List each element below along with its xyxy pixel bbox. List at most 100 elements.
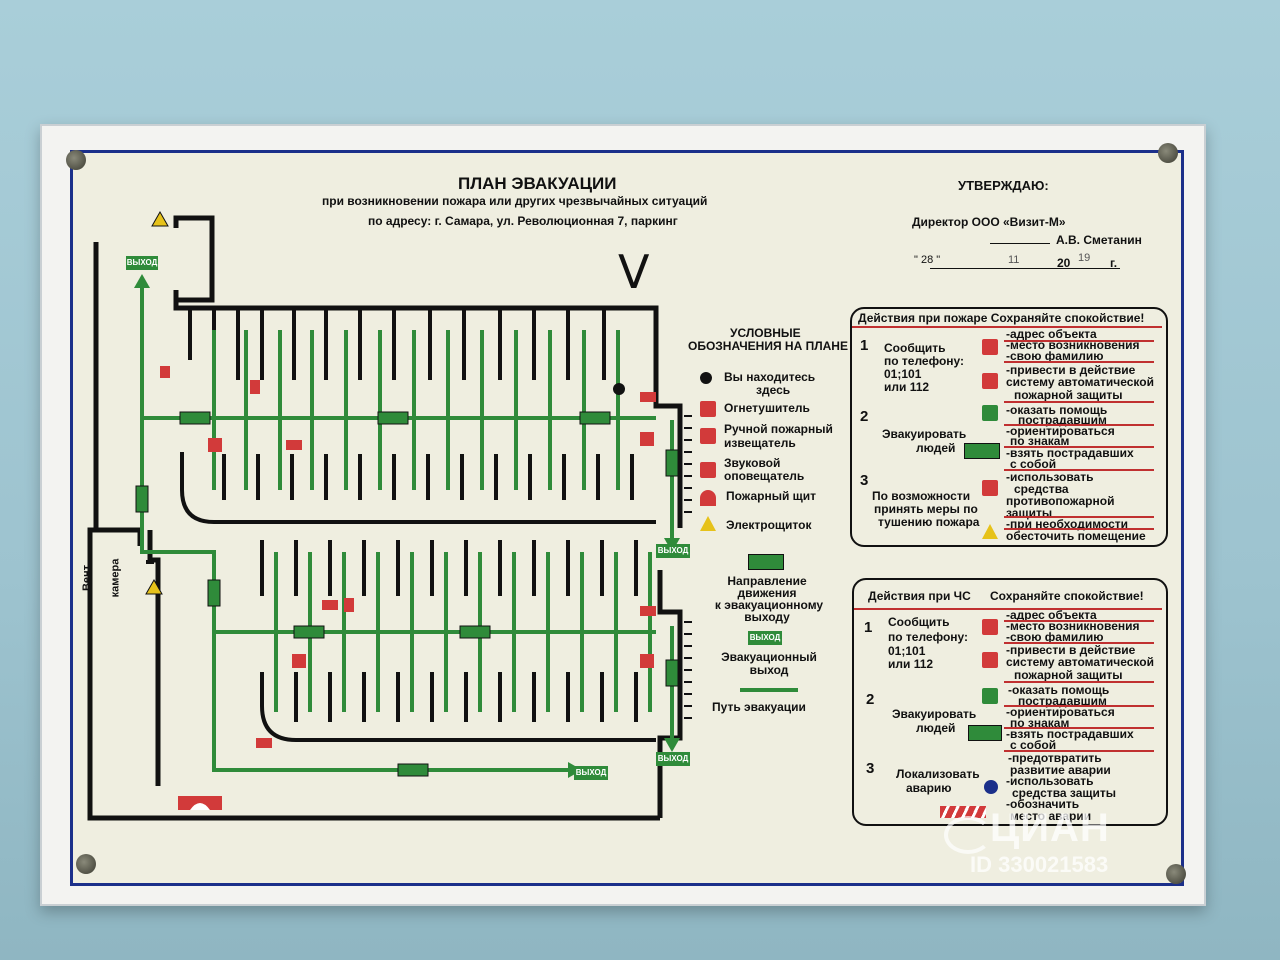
emergency-step1-item: -свою фамилию — [1006, 630, 1104, 644]
legend-you-are-here-1: Вы находитесь — [724, 370, 816, 384]
emergency-step2-number: 2 — [866, 691, 875, 708]
evacuation-routes — [140, 282, 674, 772]
fire-step1-d: или 112 — [884, 380, 930, 394]
emergency-step1-number: 1 — [864, 619, 873, 636]
divider — [1004, 401, 1154, 403]
fire-step3-b: принять меры по — [874, 502, 978, 516]
watermark-logo-icon — [944, 816, 992, 854]
call-point-icon — [982, 652, 998, 668]
direction-signs — [135, 411, 679, 777]
fire-step3-item: обесточить помещение — [1006, 529, 1146, 543]
emergency-step3-item: -использовать — [1006, 774, 1094, 788]
fire-step3-item: средства — [1014, 482, 1069, 496]
emergency-step1-item: -адрес объекта — [1006, 608, 1097, 622]
extinguisher-icon — [982, 480, 998, 496]
protection-icon — [984, 780, 998, 794]
fire-board-icon — [700, 490, 716, 506]
emergency-panel-header-left: Действия при ЧС — [868, 589, 971, 603]
legend-electric-board: Электрощиток — [726, 518, 812, 532]
emergency-step2-item: с собой — [1010, 738, 1057, 752]
divider — [1004, 516, 1154, 518]
legend-you-are-here-2: здесь — [756, 383, 791, 397]
first-aid-icon — [982, 688, 998, 704]
warning-icons — [145, 210, 169, 595]
direction-sign-icon — [748, 554, 784, 570]
fire-step2-item: по знакам — [1010, 434, 1070, 448]
fire-panel-header: Действия при пожаре Сохраняйте спокойств… — [858, 311, 1145, 325]
fire-step1-item: систему автоматической — [1006, 375, 1154, 389]
legend-call-point-1: Ручной пожарный — [724, 422, 833, 436]
evacuation-plan-plate — [70, 150, 1184, 886]
exit-sign: ВЫХОД — [126, 256, 158, 270]
approve-year-suffix: 19 — [1078, 252, 1091, 264]
fire-step1-number: 1 — [860, 337, 869, 354]
divider — [1004, 469, 1154, 471]
emergency-step3-a: Локализовать — [896, 767, 980, 781]
extinguisher-icon — [700, 401, 716, 417]
legend-extinguisher: Огнетушитель — [724, 401, 810, 415]
call-point-icon — [982, 373, 998, 389]
divider — [1004, 424, 1154, 426]
date-line — [930, 268, 1120, 269]
route-line-icon — [740, 688, 798, 692]
fire-step1-c: 01;101 — [884, 367, 922, 381]
legend-sounder-2: оповещатель — [724, 469, 805, 483]
approve-day: " 28 " — [914, 254, 941, 266]
approve-heading: УТВЕРЖДАЮ: — [958, 178, 1049, 193]
handwritten-mark: V — [618, 245, 650, 299]
emergency-step3-item: -обозначить — [1006, 797, 1080, 811]
fire-step1-item: -привести в действие — [1006, 363, 1136, 377]
emergency-step3-item: место аварии — [1010, 809, 1092, 823]
fire-step2-number: 2 — [860, 408, 869, 425]
exit-sign: ВЫХОД — [574, 766, 608, 780]
outer-walls — [87, 215, 683, 821]
emergency-step1-c: 01;101 — [888, 644, 926, 658]
fire-step3-item: -при необходимости — [1006, 517, 1129, 531]
direction-sign-icon — [964, 443, 1000, 459]
emergency-panel-header-right: Сохраняйте спокойствие! — [990, 589, 1144, 603]
hazard-stripe-icon — [940, 806, 986, 818]
emergency-step1-d: или 112 — [888, 657, 934, 671]
approve-year-end: г. — [1110, 256, 1118, 270]
emergency-step1-b: по телефону: — [888, 630, 969, 644]
fire-step2-item: пострадавшим — [1018, 413, 1107, 427]
direction-sign-icon — [968, 725, 1002, 741]
warning-icon — [700, 516, 716, 531]
screw-icon — [76, 854, 96, 874]
legend-exit-1: Эвакуационный — [721, 650, 817, 664]
emergency-actions-panel — [852, 578, 1168, 826]
extinguisher-icons — [160, 366, 354, 612]
divider — [1004, 361, 1154, 363]
fire-step1-item: -место возникновения — [1006, 338, 1140, 352]
legend-exit-sign: ВЫХОД — [748, 631, 782, 645]
emergency-step2-item: -взять пострадавших — [1006, 727, 1134, 741]
emergency-step1-a: Сообщить — [888, 615, 950, 629]
emergency-step3-b: аварию — [906, 781, 952, 795]
sounder-icons — [256, 392, 656, 748]
approve-name: А.В. Сметанин — [1056, 233, 1142, 247]
emergency-step2-item: -ориентироваться — [1006, 705, 1115, 719]
divider — [1004, 727, 1154, 729]
divider — [1004, 681, 1154, 683]
approve-year-prefix: 20 — [1057, 256, 1071, 270]
fire-step1-a: Сообщить — [884, 341, 946, 355]
fire-step3-number: 3 — [860, 472, 869, 489]
legend-heading-2: ОБОЗНАЧЕНИЯ НА ПЛАНЕ — [688, 339, 848, 353]
exit-sign: ВЫХОД — [656, 544, 690, 558]
divider — [1004, 620, 1154, 622]
first-aid-icon — [982, 405, 998, 421]
legend-direction-4: выходу — [744, 610, 790, 624]
fire-step2-item: -ориентироваться — [1006, 424, 1115, 438]
divider — [1004, 705, 1154, 707]
phone-icon — [982, 339, 998, 355]
plan-address: по адресу: г. Самара, ул. Революционная … — [368, 214, 678, 228]
legend-fire-board: Пожарный щит — [726, 489, 817, 503]
watermark-brand: ЦИАН — [990, 806, 1110, 850]
fire-step3-c: тушению пожара — [878, 515, 980, 529]
fire-step1-item: пожарной защиты — [1014, 388, 1123, 402]
emergency-step1-item: -место возникновения — [1006, 619, 1140, 633]
screw-icon — [1158, 143, 1178, 163]
divider — [1004, 528, 1154, 530]
vent-label-2: камера — [109, 558, 122, 598]
